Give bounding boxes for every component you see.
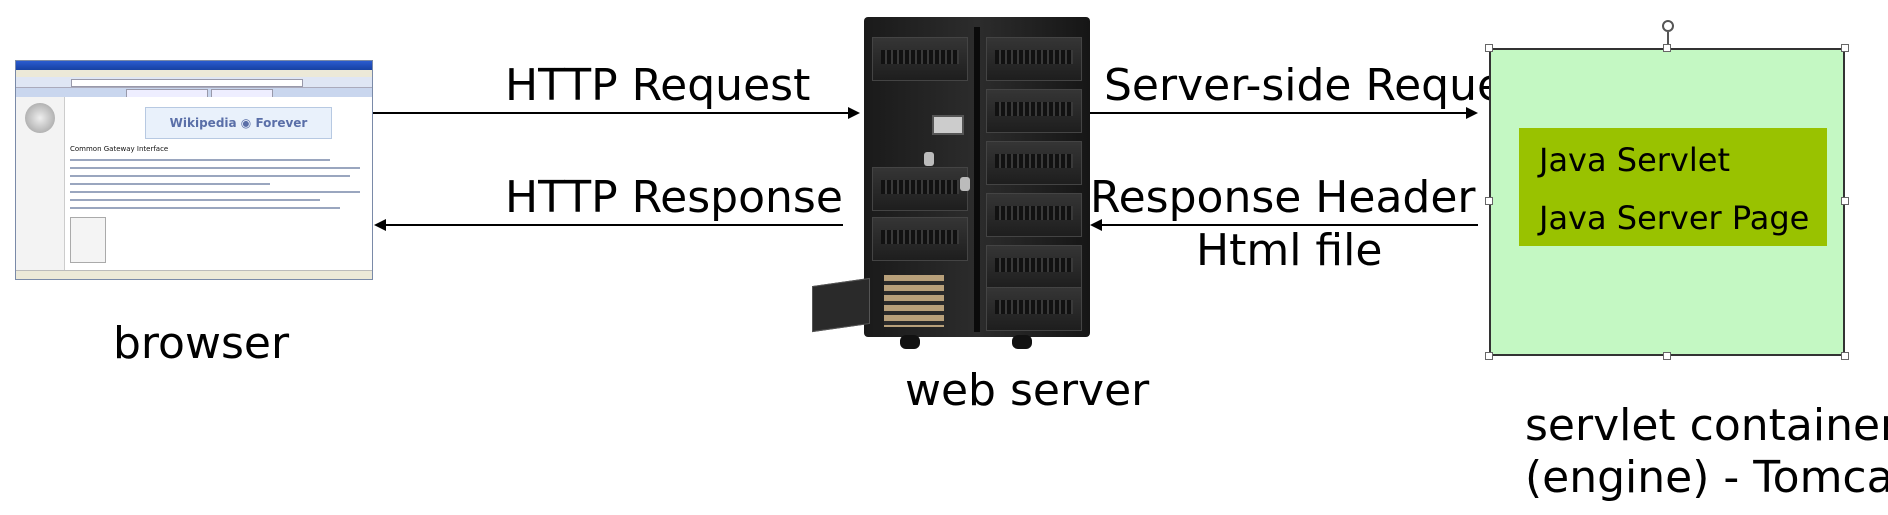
http-response-label: HTTP Response — [505, 172, 843, 223]
caster-wheel — [900, 335, 920, 349]
resize-handle[interactable] — [1663, 44, 1671, 52]
servlet-container-label: servlet container — [1525, 400, 1888, 451]
wiki-heading: Common Gateway Interface — [70, 145, 169, 153]
drive-bay — [872, 37, 968, 81]
server-side-request-label: Server-side Request — [1104, 60, 1545, 111]
browser-tab-strip — [16, 88, 372, 98]
server-tower — [864, 17, 1090, 337]
browser-address-bar — [16, 77, 372, 88]
text-line — [70, 167, 360, 169]
browser-title-bar — [16, 61, 372, 70]
caster-wheel — [1012, 335, 1032, 349]
wiki-toc-box — [70, 217, 106, 263]
java-server-page-label: Java Server Page — [1539, 199, 1810, 237]
tower-divider — [974, 27, 980, 332]
banner-text-right: Forever — [255, 116, 308, 130]
text-line — [70, 191, 360, 193]
resize-handle[interactable] — [1841, 352, 1849, 360]
drive-bay — [986, 245, 1082, 289]
rotate-handle-stem — [1667, 32, 1669, 48]
wiki-content: Wikipedia ◉ Forever Common Gateway Inter… — [64, 97, 372, 271]
wiki-banner: Wikipedia ◉ Forever — [145, 107, 332, 139]
browser-status-bar — [16, 270, 372, 279]
resize-handle[interactable] — [1485, 44, 1493, 52]
browser-label: browser — [113, 318, 290, 369]
text-line — [70, 207, 340, 209]
drive-caddy — [884, 275, 944, 327]
banner-text-left: Wikipedia — [169, 116, 237, 130]
drive-bay — [986, 193, 1082, 237]
browser-url-field — [71, 79, 303, 87]
wikipedia-logo-icon — [25, 103, 55, 133]
wiki-sidebar — [16, 97, 64, 271]
text-line — [70, 199, 320, 201]
drive-bay — [986, 89, 1082, 133]
resize-handle[interactable] — [1841, 44, 1849, 52]
open-bay-door — [812, 277, 870, 333]
resize-handle[interactable] — [1485, 197, 1493, 205]
browser-menu-bar — [16, 70, 372, 77]
browser-page: Wikipedia ◉ Forever Common Gateway Inter… — [16, 97, 372, 271]
html-file-label: Html file — [1196, 225, 1383, 276]
resize-handle[interactable] — [1841, 197, 1849, 205]
drive-bay — [986, 287, 1082, 331]
text-line — [70, 175, 350, 177]
web-server-label: web server — [905, 365, 1150, 416]
lock-key-icon — [960, 177, 970, 191]
drive-bay — [986, 141, 1082, 185]
drive-bay — [986, 37, 1082, 81]
browser-screenshot: Wikipedia ◉ Forever Common Gateway Inter… — [15, 60, 373, 280]
lock-key-icon — [924, 152, 934, 166]
drive-bay — [872, 167, 968, 211]
resize-handle[interactable] — [1485, 352, 1493, 360]
http-request-label: HTTP Request — [505, 60, 811, 111]
text-line — [70, 159, 330, 161]
drive-bay — [872, 217, 968, 261]
engine-tomcat-label: (engine) - Tomcat — [1525, 452, 1888, 503]
servlet-components-box: Java Servlet Java Server Page — [1519, 128, 1827, 246]
resize-handle[interactable] — [1663, 352, 1671, 360]
lcd-panel — [932, 115, 964, 135]
web-server-image — [812, 17, 1090, 355]
rotate-handle-icon[interactable] — [1662, 20, 1674, 32]
response-header-label: Response Header + — [1090, 172, 1527, 223]
java-servlet-label: Java Servlet — [1539, 141, 1730, 179]
text-line — [70, 183, 270, 185]
